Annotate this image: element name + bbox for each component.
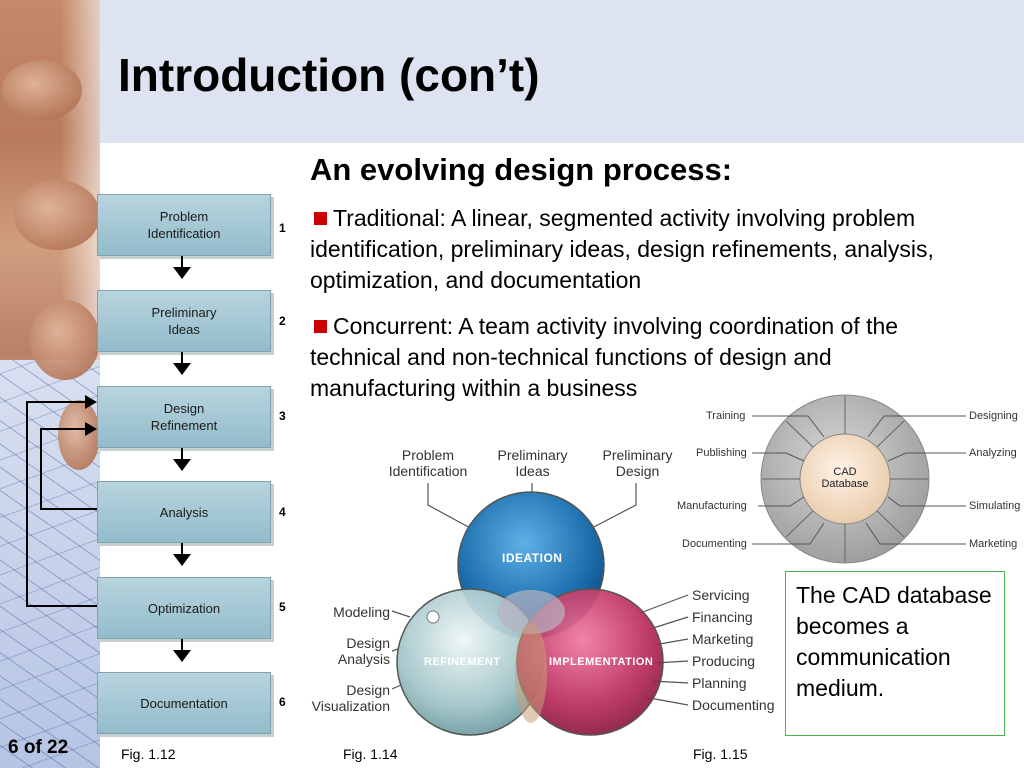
step-label: Design xyxy=(163,401,205,416)
feedback-line xyxy=(26,401,86,403)
flow-step-analysis: Analysis xyxy=(97,481,271,543)
step-label: Problem xyxy=(159,209,209,224)
feedback-line xyxy=(26,401,28,607)
step-label: Optimization xyxy=(147,600,221,616)
background-photo xyxy=(0,0,100,768)
page-number: 6 of 22 xyxy=(8,737,69,758)
bullet-concurrent: Concurrent: A team activity involving co… xyxy=(310,311,950,404)
venn-right-label: Marketing xyxy=(692,631,754,647)
label-line: Problem xyxy=(401,447,455,463)
arrow-stem xyxy=(181,448,183,460)
figure-caption-1-15: Fig. 1.15 xyxy=(693,746,748,762)
down-arrow-icon xyxy=(173,459,191,471)
cad-right-label: Designing xyxy=(969,410,1018,422)
step-number: 4 xyxy=(279,505,286,519)
step-number: 6 xyxy=(279,695,286,709)
label-line: Preliminary xyxy=(602,447,673,463)
circle-label-refinement: REFINEMENT xyxy=(424,656,501,668)
step-number: 1 xyxy=(279,221,286,235)
cad-callout-box: The CAD database becomes a communication… xyxy=(785,571,1005,736)
step-label: Documentation xyxy=(140,695,228,711)
down-arrow-icon xyxy=(173,363,191,375)
cad-right-label: Simulating xyxy=(969,500,1021,512)
label-line: Design xyxy=(346,682,390,698)
venn-right-label: Producing xyxy=(692,653,756,669)
venn-right-label: Planning xyxy=(692,675,747,691)
bullet-text: Concurrent: A team activity involving co… xyxy=(310,313,899,401)
label-line: Analysis xyxy=(337,651,390,667)
label-line: Identification xyxy=(388,463,468,479)
feedback-line xyxy=(40,508,97,510)
slide-title: Introduction (con’t) xyxy=(118,49,540,101)
bullet-square-icon xyxy=(314,212,327,225)
label-line: Ideas xyxy=(515,463,550,479)
step-label: Refinement xyxy=(150,418,218,433)
flow-step-optimization: Optimization xyxy=(97,577,271,639)
step-label: Preliminary xyxy=(151,305,217,320)
figure-caption-1-12: Fig. 1.12 xyxy=(121,746,176,762)
step-label: Ideas xyxy=(168,322,200,337)
venn-right-label: Servicing xyxy=(692,587,750,603)
feedback-arrow-icon xyxy=(85,395,97,409)
circle-label-implementation: IMPLEMENTATION xyxy=(549,656,654,668)
cad-left-label: Publishing xyxy=(696,447,747,459)
feedback-line xyxy=(26,605,97,607)
step-number: 3 xyxy=(279,409,286,423)
cad-left-label: Manufacturing xyxy=(677,500,747,512)
cad-right-label: Analyzing xyxy=(969,447,1017,459)
venn-right-label: Financing xyxy=(692,609,753,625)
figure-caption-1-14: Fig. 1.14 xyxy=(343,746,398,762)
down-arrow-icon xyxy=(173,267,191,279)
slide-subtitle: An evolving design process: xyxy=(310,152,733,187)
arrow-stem xyxy=(181,639,183,651)
cad-right-label: Marketing xyxy=(969,538,1018,550)
feedback-line xyxy=(40,428,42,510)
feedback-line xyxy=(40,428,86,430)
bullet-traditional: Traditional: A linear, segmented activit… xyxy=(310,203,950,296)
circle-label-ideation: IDEATION xyxy=(502,551,563,565)
hand-knuckle-shape xyxy=(2,60,82,120)
cad-center-line: CAD xyxy=(833,466,857,478)
cad-center-line: Database xyxy=(821,478,869,490)
step-number: 2 xyxy=(279,314,286,328)
title-band xyxy=(100,0,1024,143)
bullet-text: Traditional: A linear, segmented activit… xyxy=(310,205,934,293)
step-label: Analysis xyxy=(159,504,209,520)
down-arrow-icon xyxy=(173,554,191,566)
arrow-stem xyxy=(181,543,183,555)
venn-svg xyxy=(391,483,689,736)
hand-knuckle-shape xyxy=(30,300,100,380)
hand-knuckle-shape xyxy=(14,180,100,250)
cad-svg xyxy=(752,394,966,564)
cad-left-label: Training xyxy=(706,410,746,422)
label-line: Preliminary xyxy=(497,447,568,463)
venn-right-label: Documenting xyxy=(692,697,775,713)
feedback-arrow-icon xyxy=(85,422,97,436)
step-label: Identification xyxy=(147,226,221,241)
label-line: Design xyxy=(346,635,390,651)
venn-left-label: Modeling xyxy=(333,604,390,620)
arrow-stem xyxy=(181,256,183,268)
cad-left-label: Documenting xyxy=(682,538,747,550)
flow-step-documentation: Documentation xyxy=(97,672,271,734)
label-line: Visualization xyxy=(311,698,390,714)
label-line: Design xyxy=(615,463,660,479)
down-arrow-icon xyxy=(173,650,191,662)
step-number: 5 xyxy=(279,600,286,614)
bullet-square-icon xyxy=(314,320,327,333)
arrow-stem xyxy=(181,352,183,364)
